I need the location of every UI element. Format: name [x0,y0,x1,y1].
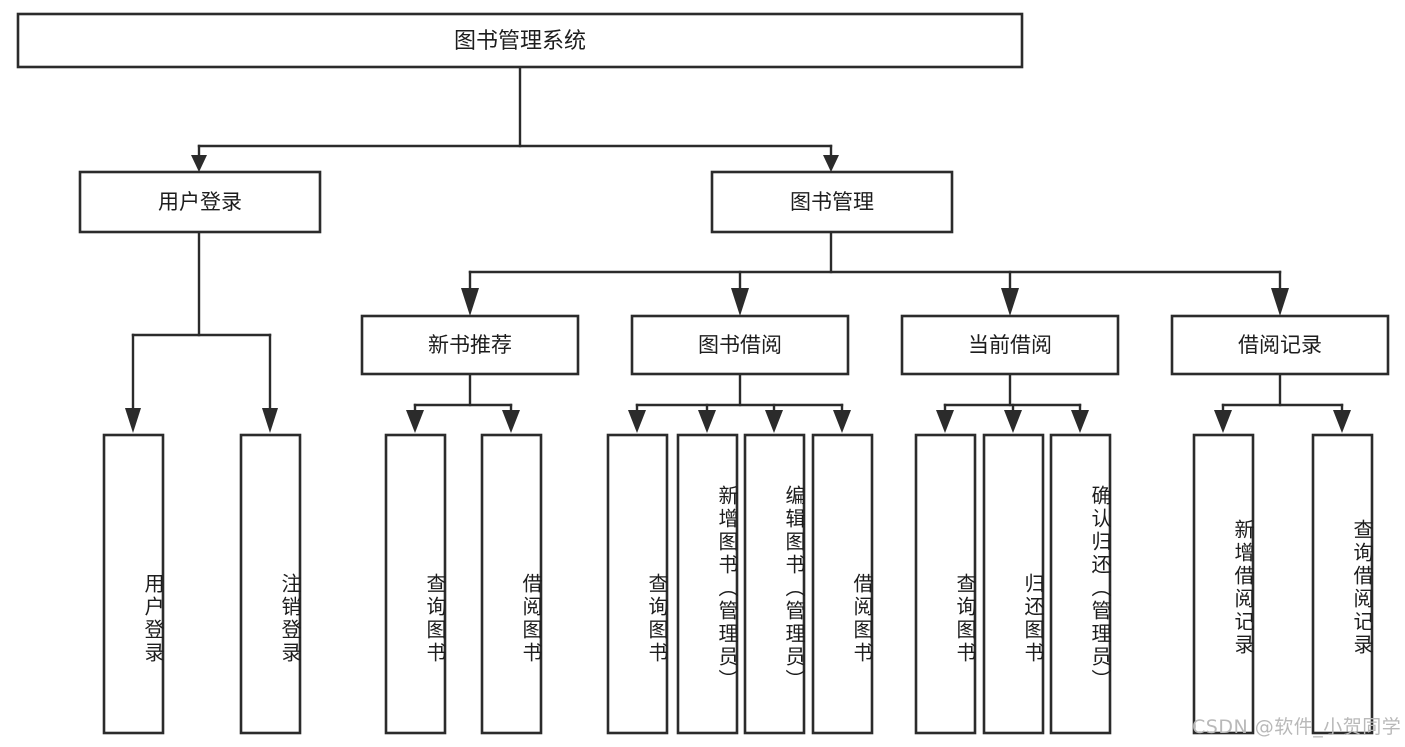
node-current-borrow-label: 当前借阅 [968,333,1052,357]
node-leaf-add-book-label: 新增图书（管理员） [715,484,739,692]
arrow-leaf-logout [262,408,278,433]
arrow-borrow-records [1271,288,1289,316]
node-leaf-edit-book-label: 编辑图书（管理员） [782,484,806,692]
node-leaf-logout-label: 注销登录 [278,573,302,665]
arrow-leaf-borrow-book-a [502,410,520,433]
node-leaf-logout-box[interactable] [239,433,302,735]
node-leaf-add-record-box[interactable] [1192,433,1255,735]
node-leaf-return-book-box[interactable] [982,433,1045,735]
node-leaf-borrow-book-a-box[interactable] [480,433,543,735]
node-leaf-confirm-return-label: 确认归还（管理员） [1088,484,1112,692]
arrow-book-borrow [731,288,749,316]
node-current-borrow-box[interactable] [900,314,1120,376]
arrow-current-borrow [1001,288,1019,316]
node-leaf-query-record-box[interactable] [1311,433,1374,735]
node-root-box[interactable] [16,12,1024,69]
node-user-login-label: 用户登录 [158,190,242,214]
node-leaf-query-record-label: 查询借阅记录 [1350,519,1374,657]
node-borrow-records-label: 借阅记录 [1238,333,1322,357]
node-leaf-confirm-return-box[interactable] [1049,433,1112,735]
node-leaf-add-record-label: 新增借阅记录 [1231,519,1255,657]
node-new-books-box[interactable] [360,314,580,376]
arrow-leaf-query-record [1333,410,1351,433]
node-leaf-edit-book-box[interactable] [743,433,806,735]
csdn-watermark: CSDN @软件_小贺同学 [1192,716,1402,738]
node-leaf-query-book-a-label: 查询图书 [423,573,447,665]
node-leaf-query-book-c-box[interactable] [914,433,977,735]
node-root-label: 图书管理系统 [454,29,586,54]
arrow-leaf-edit-book [765,410,783,433]
node-leaf-user-login-box[interactable] [102,433,165,735]
arrow-leaf-borrow-book-b [833,410,851,433]
node-leaf-return-book-label: 归还图书 [1021,573,1045,665]
arrow-leaf-query-book-b [628,410,646,433]
node-book-borrow-box[interactable] [630,314,850,376]
node-leaf-query-book-b-box[interactable] [606,433,669,735]
nodes-layer: 图书管理系统 用户登录 图书管理 新书推荐 图书借阅 当前借阅 借阅记录 [16,12,1390,735]
arrow-new-books [461,288,479,316]
node-book-borrow-label: 图书借阅 [698,333,782,357]
node-leaf-borrow-book-b-box[interactable] [811,433,874,735]
node-user-login-box[interactable] [78,170,322,234]
node-leaf-add-book-box[interactable] [676,433,739,735]
node-leaf-user-login-label: 用户登录 [141,573,165,665]
arrow-leaf-add-book [698,410,716,433]
arrow-leaf-user-login [125,408,141,433]
node-borrow-records-box[interactable] [1170,314,1390,376]
node-leaf-query-book-b-label: 查询图书 [645,573,669,665]
arrow-leaf-query-book-a [406,410,424,433]
arrow-leaf-add-record [1214,410,1232,433]
node-book-manage-box[interactable] [710,170,954,234]
arrow-leaf-confirm-return [1071,410,1089,433]
arrow-user-login [191,155,207,172]
connectors-layer [125,65,1351,433]
node-book-manage-label: 图书管理 [790,190,874,214]
node-leaf-borrow-book-b-label: 借阅图书 [850,573,874,665]
arrow-leaf-query-book-c [936,410,954,433]
node-leaf-query-book-c-label: 查询图书 [953,573,977,665]
node-new-books-label: 新书推荐 [428,333,512,357]
node-leaf-borrow-book-a-label: 借阅图书 [519,573,543,665]
node-leaf-query-book-a-box[interactable] [384,433,447,735]
arrow-book-manage [823,155,839,172]
arrow-leaf-return-book [1004,410,1022,433]
